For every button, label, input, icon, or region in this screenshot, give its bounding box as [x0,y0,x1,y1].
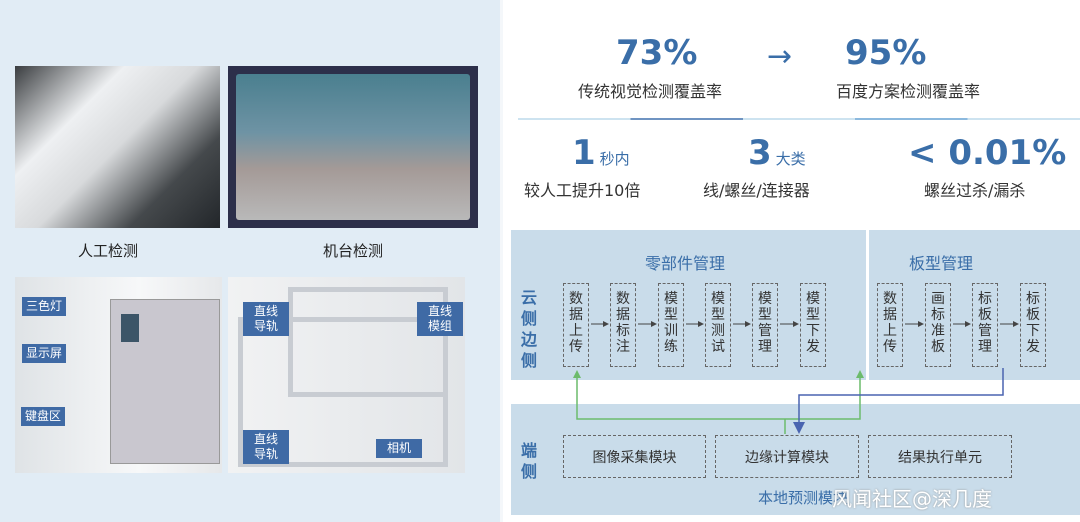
board-management-panel [869,230,1080,380]
divider [500,0,503,522]
step-board-manage: 标板管理 [972,283,998,367]
separator [518,118,1080,120]
deploy-arrow [793,368,1004,434]
parts-title: 零部件管理 [645,254,726,273]
step-model-train: 模型训练 [658,283,684,367]
label-rail-2: 直线导轨 [243,430,289,464]
label-tricolor-light: 三色灯 [22,297,67,316]
stat-before-label: 传统视觉检测覆盖率 [578,82,723,101]
left-panel: 人工检测 机台检测 三色灯 显示屏 键盘区 直线导轨 直线模组 直线导轨 相机 [0,0,500,522]
local-predict-label: 本地预测模块 [758,489,849,507]
device-side-label: 端侧 [521,441,538,481]
module-image-capture: 图像采集模块 [563,435,706,478]
frame-render-image: 直线导轨 直线模组 直线导轨 相机 [228,277,465,473]
caption-machine: 机台检测 [323,242,384,260]
stat-after-label: 百度方案检测覆盖率 [836,82,981,101]
upload-arrow [576,374,861,434]
step-board-deploy: 标板下发 [1020,283,1046,367]
stat-error-label: 螺丝过杀/漏杀 [924,181,1026,200]
arrow-right-icon: → [767,39,793,74]
stat-error-value: < 0.01% [908,133,1067,173]
cloud-side-label: 云侧边侧 [521,288,538,370]
label-camera: 相机 [376,439,422,458]
manual-inspection-photo [15,66,220,228]
machine-inspection-photo [228,66,478,228]
step-parts-upload: 数据上传 [563,283,589,367]
watermark: 风闻社区@深几度 [832,487,992,511]
stat-after-value: 95% [845,33,927,73]
module-edge-compute: 边缘计算模块 [715,435,859,478]
parts-management-panel [511,230,866,380]
stat-before-value: 73% [616,33,698,73]
label-keyboard: 键盘区 [21,407,66,426]
label-display: 显示屏 [22,344,67,363]
stat-categories-label: 线/螺丝/连接器 [703,181,810,200]
label-module: 直线模组 [417,302,463,336]
stat-speed-label: 较人工提升10倍 [524,181,641,200]
board-title: 板型管理 [909,254,974,273]
step-parts-annotate: 数据标注 [610,283,636,367]
step-model-deploy: 模型下发 [800,283,826,367]
label-rail-1: 直线导轨 [243,302,289,336]
machine-render-image: 三色灯 显示屏 键盘区 [15,277,222,473]
module-result-exec: 结果执行单元 [868,435,1012,478]
step-model-manage: 模型管理 [752,283,778,367]
step-model-test: 模型测试 [705,283,731,367]
step-board-upload: 数据上传 [877,283,903,367]
caption-manual: 人工检测 [78,242,139,260]
step-draw-standard-board: 画标准板 [925,283,951,367]
